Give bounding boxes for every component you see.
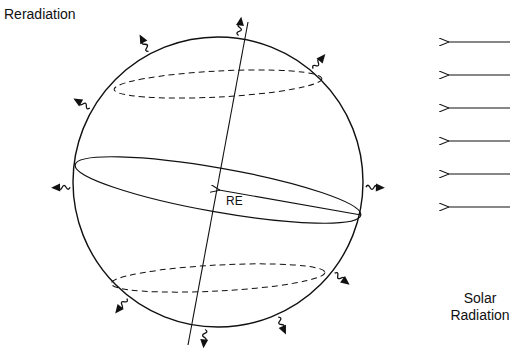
reradiation-arrows bbox=[51, 16, 385, 349]
reradiation-label: Reradiation bbox=[4, 6, 76, 23]
solar-radiation-label: Solar Radiation bbox=[446, 290, 514, 324]
solar-radiation-arrows bbox=[448, 42, 510, 207]
equator bbox=[71, 143, 364, 237]
rotation-axis bbox=[188, 22, 248, 345]
latitude-circle bbox=[110, 259, 325, 296]
radius-label: RE bbox=[226, 194, 243, 208]
latitude-circle bbox=[113, 66, 322, 103]
radius-arrow bbox=[219, 190, 361, 215]
